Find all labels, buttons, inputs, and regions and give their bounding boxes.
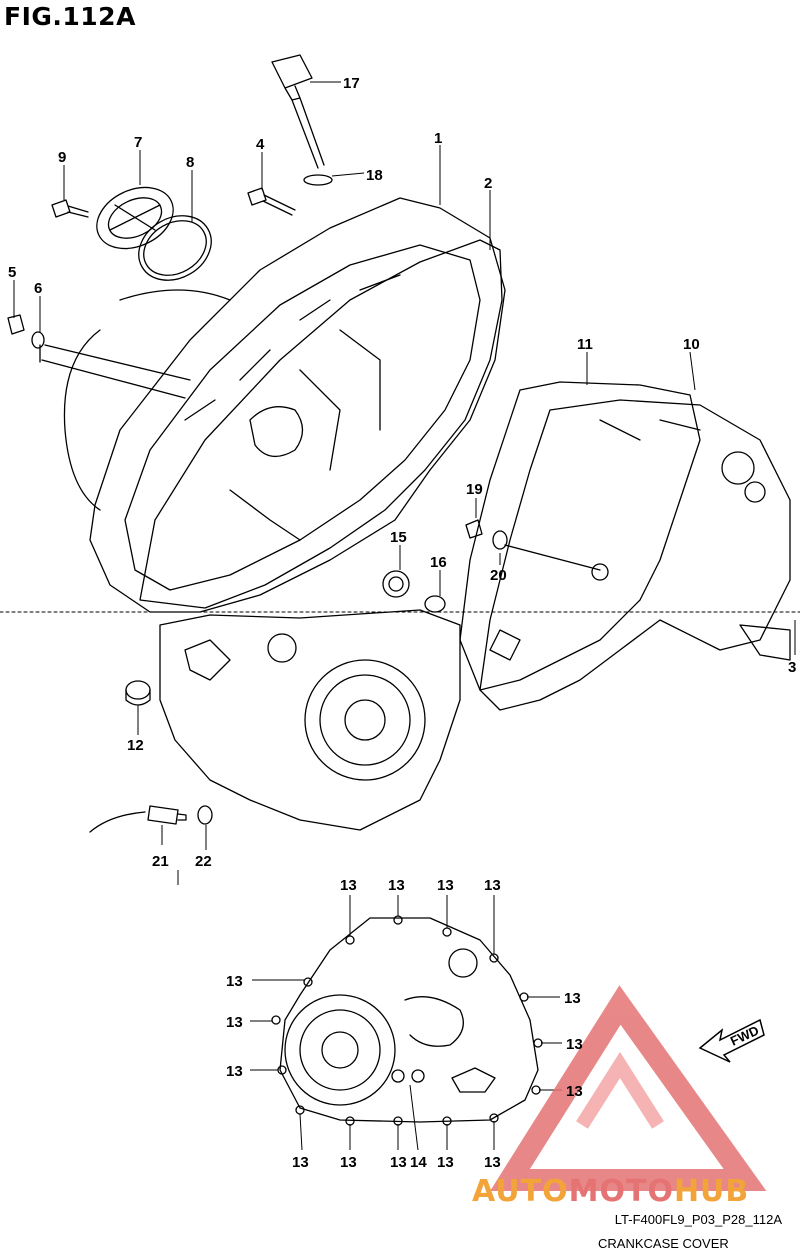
- cover-10: [479, 399, 791, 711]
- o-ring-18: [303, 174, 333, 186]
- callout-13: 13: [388, 877, 405, 894]
- washer-22: [197, 805, 213, 825]
- callout-19: 19: [466, 481, 483, 498]
- callout-22: 22: [195, 853, 212, 870]
- callout-13: 13: [390, 1154, 407, 1171]
- crankcase-3: [159, 609, 461, 831]
- callout-13: 13: [437, 1154, 454, 1171]
- callout-13: 13: [226, 1014, 243, 1031]
- callout-16: 16: [430, 554, 447, 571]
- callout-13: 13: [437, 877, 454, 894]
- watermark-hub: HUB: [673, 1174, 750, 1209]
- crankcase-cover-body: [89, 197, 506, 613]
- washer-6: [31, 331, 45, 349]
- callout-14: 14: [410, 1154, 427, 1171]
- callout-13: 13: [226, 973, 243, 990]
- sensor-21: [89, 805, 187, 833]
- callout-7: 7: [134, 134, 142, 151]
- callout-12: 12: [127, 737, 144, 754]
- plug-5: [7, 314, 25, 335]
- callout-17: 17: [343, 75, 360, 92]
- leader-lines: [13, 81, 796, 1151]
- o-ring-8: [138, 215, 212, 281]
- fwd-arrow-icon: FWD: [698, 1018, 765, 1063]
- gasket-2: [139, 239, 503, 609]
- callout-9: 9: [58, 149, 66, 166]
- watermark-moto: MOTO: [568, 1174, 674, 1209]
- gasket-11: [459, 381, 701, 691]
- dipstick-17: [271, 54, 325, 169]
- generator-cover: [279, 917, 539, 1123]
- callout-1: 1: [434, 130, 442, 147]
- bolt-19: [465, 519, 483, 539]
- callout-13: 13: [484, 1154, 501, 1171]
- callout-13: 13: [484, 877, 501, 894]
- callout-13: 13: [564, 990, 581, 1007]
- callout-15: 15: [390, 529, 407, 546]
- callout-6: 6: [34, 280, 42, 297]
- watermark-logo: [490, 985, 767, 1191]
- callout-labels: 1 2 3 4 5 6 7 8 9 10 11 12 14 15 16 17 1…: [8, 75, 796, 1171]
- plug-15: [382, 570, 410, 598]
- callout-13: 13: [340, 877, 357, 894]
- callout-5: 5: [8, 264, 16, 281]
- callout-13: 13: [292, 1154, 309, 1171]
- callout-3: 3: [788, 659, 796, 676]
- callout-13: 13: [340, 1154, 357, 1171]
- bolt-4: [247, 187, 296, 216]
- bolt-9: [51, 199, 89, 218]
- callout-2: 2: [484, 175, 492, 192]
- callout-13: 13: [566, 1036, 583, 1053]
- callout-18: 18: [366, 167, 383, 184]
- callout-10: 10: [683, 336, 700, 353]
- watermark-auto: AUTO: [472, 1174, 569, 1209]
- callout-13: 13: [226, 1063, 243, 1080]
- bush-12: [125, 680, 151, 700]
- figure-title: FIG.112A: [4, 2, 136, 31]
- callout-4: 4: [256, 136, 265, 153]
- watermark-text: AUTOMOTOHUB: [472, 1174, 749, 1209]
- figure-code: LT-F400FL9_P03_P28_112A: [614, 1212, 782, 1227]
- callout-11: 11: [577, 336, 593, 353]
- callout-21: 21: [152, 853, 169, 870]
- callout-13: 13: [566, 1083, 583, 1100]
- callout-20: 20: [490, 567, 507, 584]
- figure-name: CRANKCASE COVER: [598, 1236, 729, 1251]
- washer-20: [492, 530, 508, 550]
- washer-16: [424, 595, 446, 613]
- callout-8: 8: [186, 154, 194, 171]
